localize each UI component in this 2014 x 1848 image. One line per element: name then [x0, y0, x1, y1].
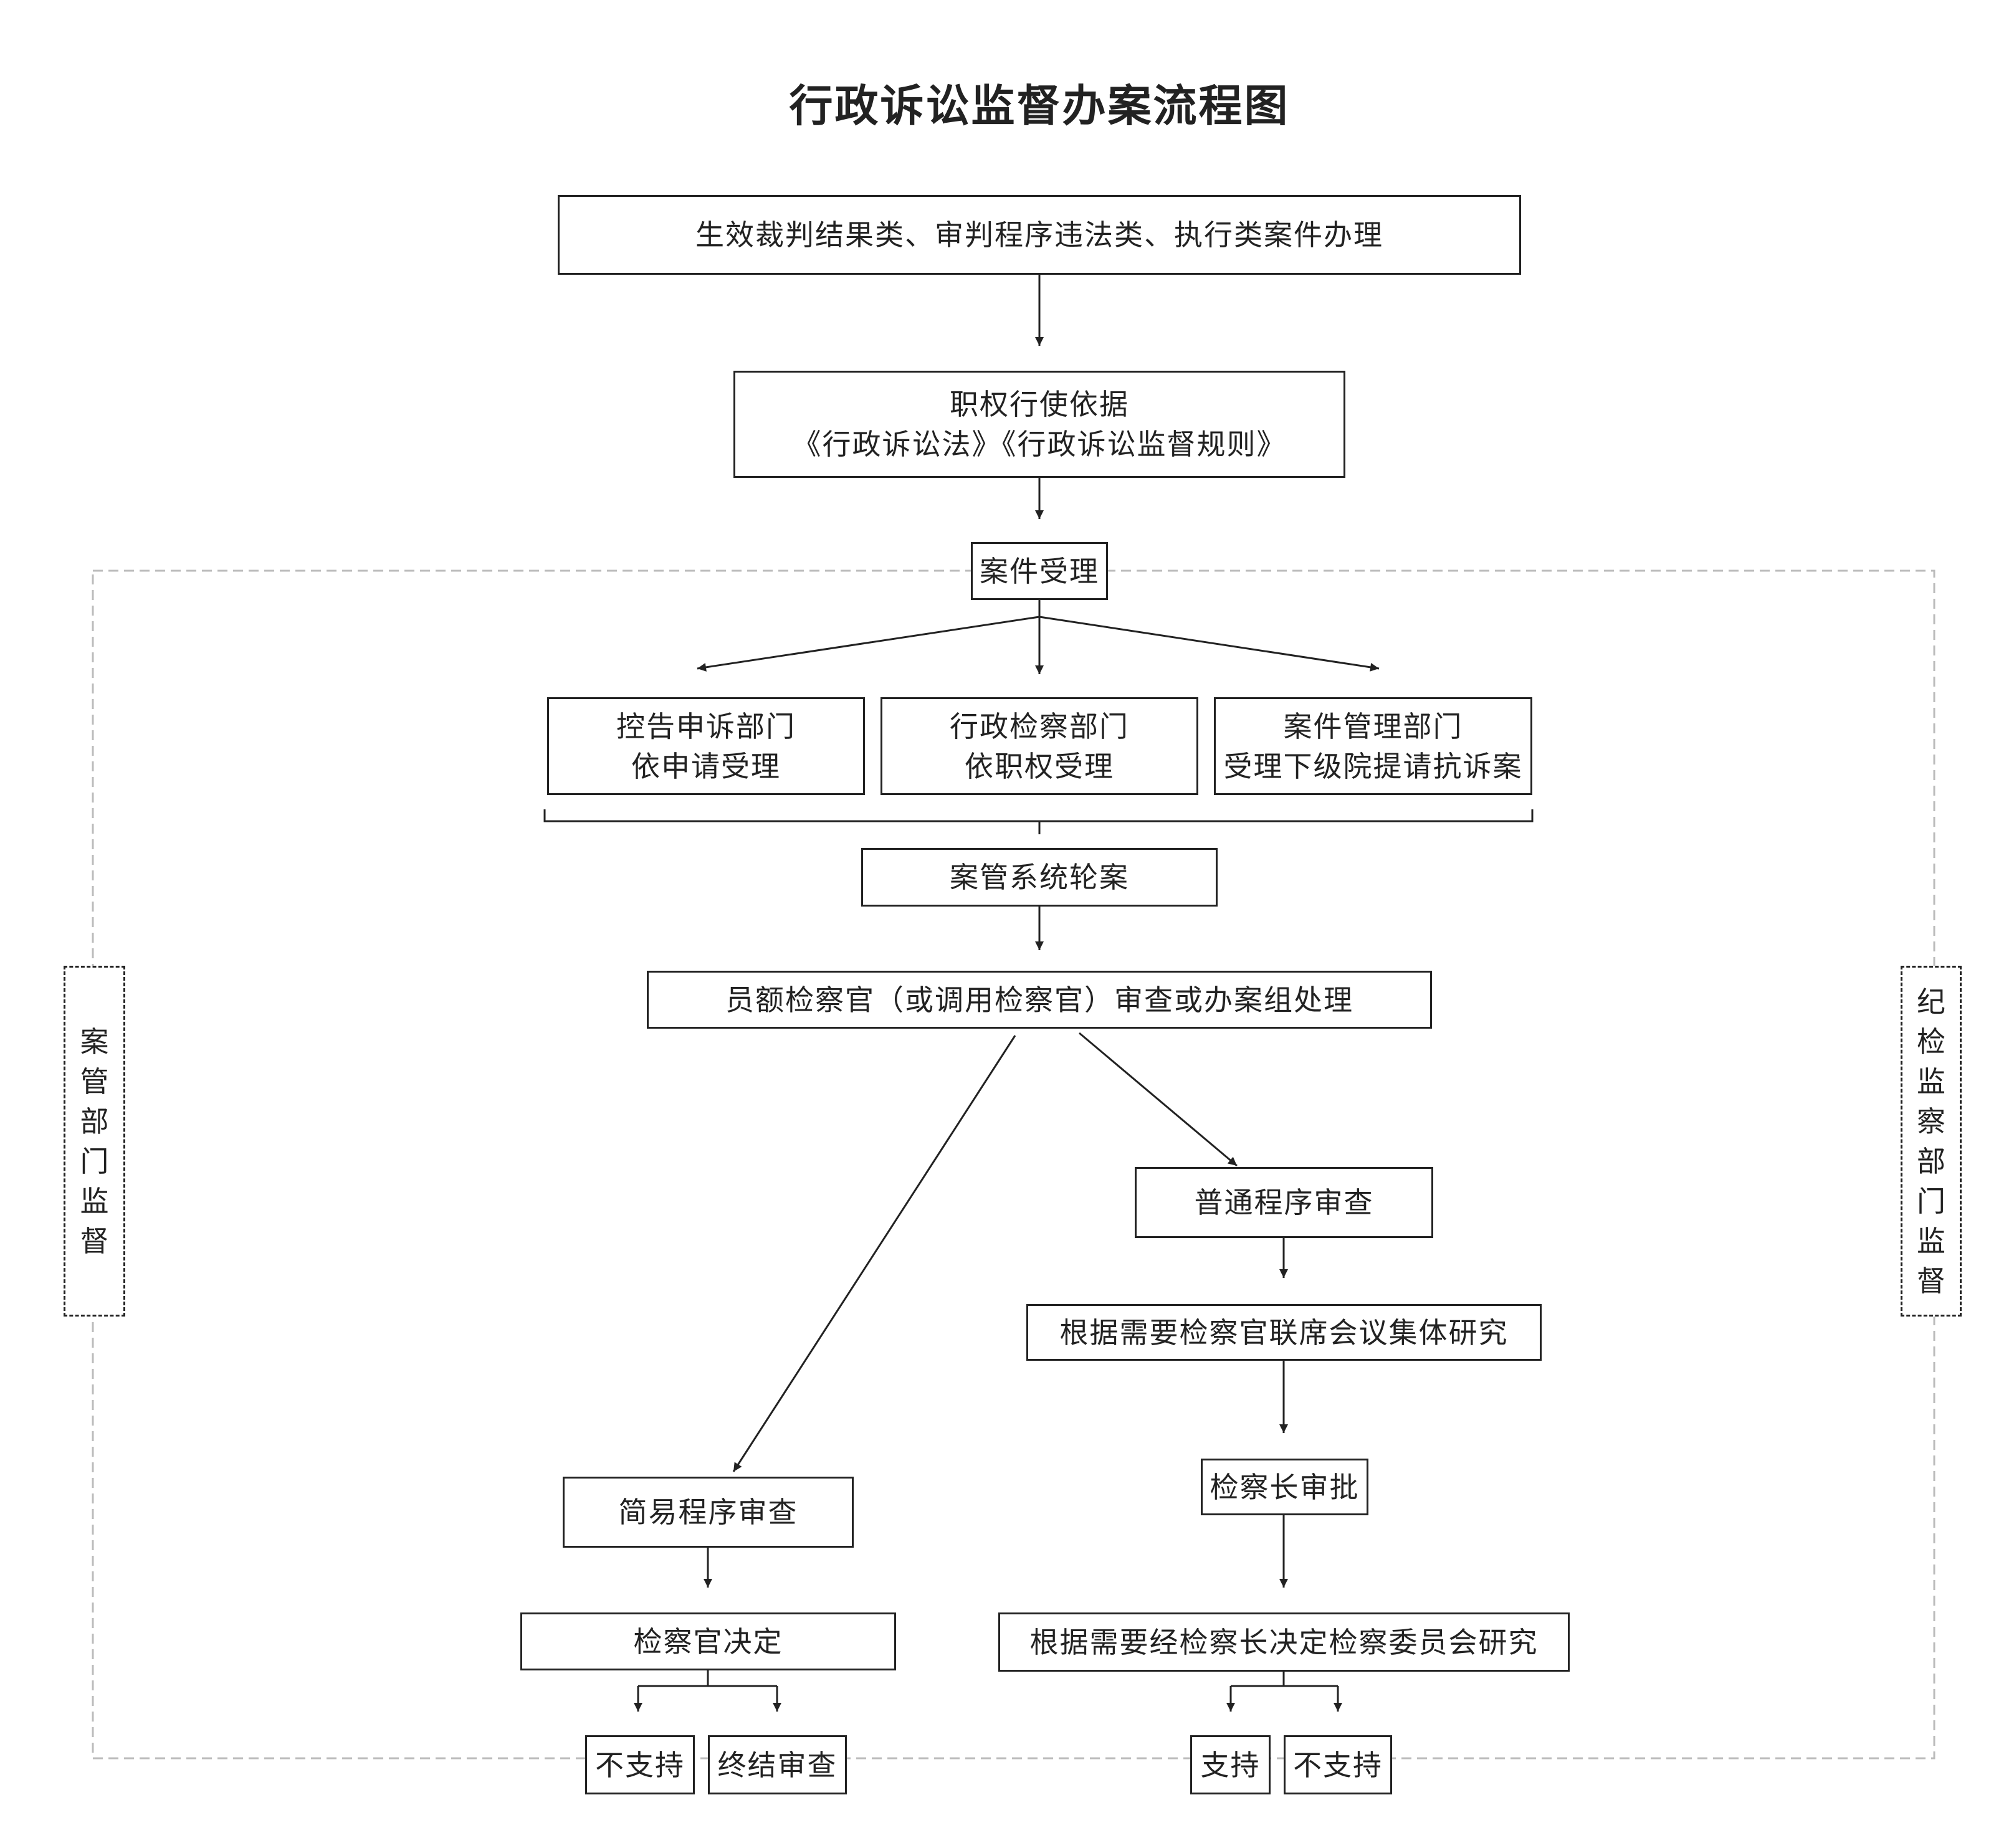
simple-outcome-not-support-box: 不支持 [585, 1735, 695, 1794]
case-management-dept-box: 案件管理部门 受理下级院提请抗诉案 [1214, 697, 1532, 795]
joint-meeting-box: 根据需要检察官联席会议集体研究 [1026, 1304, 1542, 1361]
complaint-appeal-dept-box: 控告申诉部门 依申请受理 [547, 697, 865, 795]
legal-basis-box: 职权行使依据 《行政诉讼法》《行政诉讼监督规则》 [733, 371, 1345, 478]
prosecutor-decision-box: 检察官决定 [520, 1612, 896, 1670]
supervision-label-right: 纪检监察部门监督 [1917, 984, 1945, 1298]
chief-approval-box: 检察长审批 [1201, 1459, 1368, 1515]
arrow-review-to-simple-procedure [732, 1035, 1016, 1472]
dept-acceptance-mode: 受理下级院提请抗诉案 [1223, 749, 1523, 783]
legal-basis-laws: 《行政诉讼法》《行政诉讼监督规则》 [792, 427, 1287, 461]
legal-basis-heading: 职权行使依据 [950, 388, 1129, 421]
dept-name: 控告申诉部门 [616, 709, 796, 743]
dept-name: 案件管理部门 [1283, 709, 1463, 743]
prosecutor-review-box: 员额检察官（或调用检察官）审查或办案组处理 [647, 971, 1432, 1029]
simple-outcome-end-review-box: 终结审查 [708, 1735, 847, 1794]
ordinary-outcome-support-box: 支持 [1190, 1735, 1271, 1794]
diagram-title: 行政诉讼监督办案流程图 [789, 80, 1290, 131]
case-management-supervision-box: 案管部门监督 [64, 966, 125, 1317]
ordinary-outcome-not-support-box: 不支持 [1284, 1735, 1392, 1794]
case-rotation-box: 案管系统轮案 [861, 848, 1218, 907]
arrow-acceptance-to-complaint-dept [697, 616, 1040, 672]
dept-name: 行政检察部门 [950, 709, 1129, 743]
supervision-label-left: 案管部门监督 [80, 1024, 109, 1258]
arrow-acceptance-to-case-mgmt-dept [1039, 616, 1380, 672]
procuratorial-committee-box: 根据需要经检察长决定检察委员会研究 [998, 1612, 1570, 1672]
case-types-box: 生效裁判结果类、审判程序违法类、执行类案件办理 [558, 195, 1521, 275]
simple-procedure-box: 简易程序审查 [563, 1477, 854, 1548]
arrow-review-to-ordinary-procedure [1079, 1032, 1238, 1167]
dept-acceptance-mode: 依职权受理 [965, 749, 1114, 783]
case-acceptance-box: 案件受理 [971, 542, 1108, 600]
discipline-inspection-supervision-box: 纪检监察部门监督 [1901, 966, 1962, 1317]
ordinary-procedure-box: 普通程序审查 [1135, 1167, 1433, 1238]
admin-procuratorate-dept-box: 行政检察部门 依职权受理 [881, 697, 1198, 795]
departments-bracket [543, 809, 1534, 822]
dept-acceptance-mode: 依申请受理 [631, 749, 781, 783]
